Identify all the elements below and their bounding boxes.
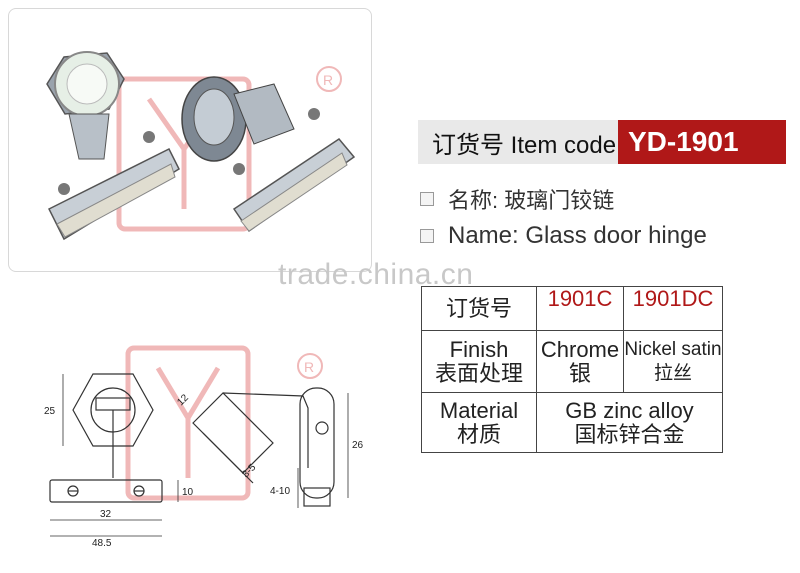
watermark-text: trade.china.cn xyxy=(278,258,474,291)
product-photo: R xyxy=(8,8,372,272)
item-code-header: 订货号 Item code YD-1901 xyxy=(418,120,786,164)
cell-code-c: 1901C xyxy=(536,286,624,331)
checkbox-icon xyxy=(420,192,434,206)
dim-3-5: 3-5 xyxy=(240,462,258,480)
dimension-lines xyxy=(50,374,349,537)
name-en-text: Name: Glass door hinge xyxy=(448,222,707,249)
side-view xyxy=(192,387,335,507)
dim-26: 26 xyxy=(352,440,364,451)
name-cn-line: 名称: 玻璃门铰链 xyxy=(420,183,614,215)
registered-mark-2: R xyxy=(304,359,314,375)
registered-mark: R xyxy=(323,72,333,88)
table-row: 订货号 1901C 1901DC xyxy=(421,286,723,331)
dimension-drawing: R 25 12 3- xyxy=(44,345,364,549)
hinge-right-image xyxy=(181,76,356,233)
cell-order-label: 订货号 xyxy=(421,286,537,331)
name-en-line: Name: Glass door hinge xyxy=(420,222,707,250)
name-cn-text: 名称: 玻璃门铰链 xyxy=(448,188,615,213)
front-view xyxy=(49,373,163,503)
technical-drawing: R 25 12 3- xyxy=(8,318,370,564)
brand-logo-watermark-2 xyxy=(125,345,323,501)
dim-32: 32 xyxy=(100,509,112,520)
dim-25: 25 xyxy=(44,406,56,417)
dim-10: 10 xyxy=(182,487,194,498)
dim-4-10: 4-10 xyxy=(270,486,290,497)
checkbox-icon xyxy=(420,229,434,243)
item-code-value: YD-1901 xyxy=(618,120,786,164)
cell-code-dc: 1901DC xyxy=(623,286,723,331)
product-photo-illustration: R xyxy=(46,51,356,241)
item-code-label: 订货号 Item code xyxy=(418,120,618,164)
hinge-left-image xyxy=(46,51,180,241)
dim-48-5: 48.5 xyxy=(92,538,112,549)
